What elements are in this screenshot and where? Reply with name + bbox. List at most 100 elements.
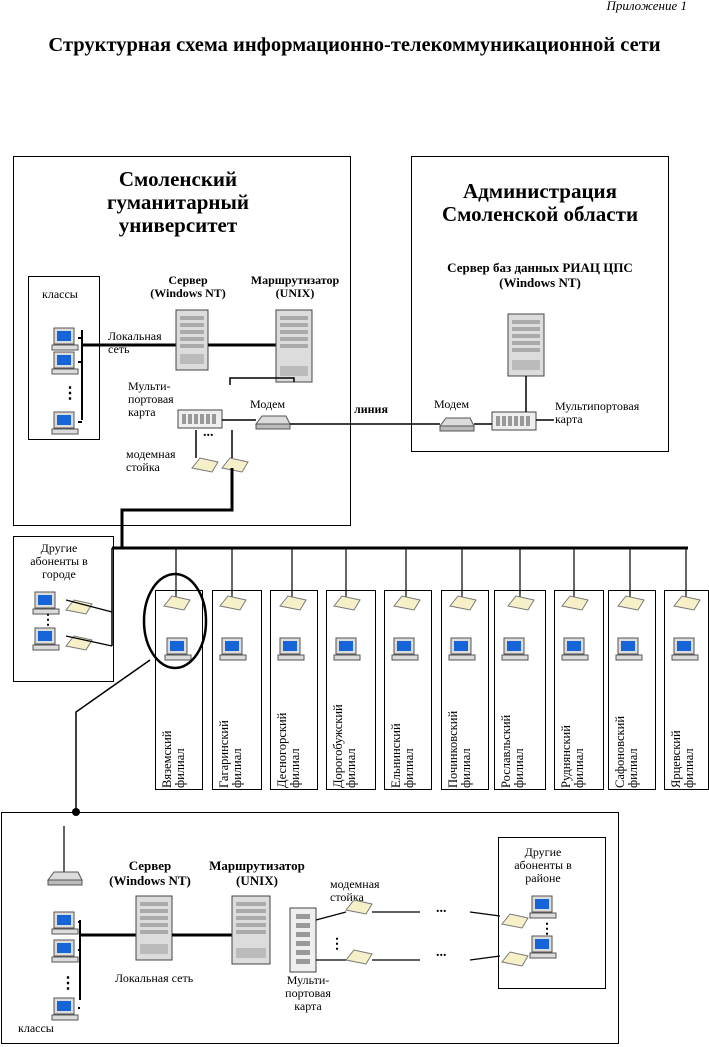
ellipsis: ...	[203, 425, 214, 440]
connection-line	[120, 468, 234, 548]
rack-modem	[333, 595, 361, 611]
pc-screen	[57, 915, 71, 925]
connection-line	[75, 659, 151, 812]
modem-top	[47, 871, 83, 881]
pc-keyboard	[51, 1014, 79, 1021]
branch-box	[494, 590, 546, 790]
pc-keyboard	[32, 644, 60, 651]
rack-modem	[163, 595, 191, 611]
server-panel	[140, 944, 168, 954]
rack-modem	[507, 595, 535, 611]
server-bay	[180, 344, 204, 348]
rack-modem	[279, 595, 307, 611]
pc-keyboard	[32, 608, 60, 615]
server-bay	[140, 923, 168, 927]
branch-multiport-label: Мульти-портовая карта	[285, 973, 331, 1013]
page-title: Структурная схема информационно-телекомм…	[48, 34, 661, 56]
connection-line	[315, 911, 347, 921]
modem-top	[439, 417, 475, 427]
connection-line	[65, 599, 113, 613]
pc-screen	[57, 1001, 71, 1011]
server-bay	[140, 902, 168, 906]
pc-keyboard	[219, 654, 247, 661]
branch-box	[155, 590, 203, 790]
district-dots: ⋮	[540, 922, 554, 937]
branch-box	[554, 590, 604, 790]
modem-top	[255, 415, 291, 425]
pc-keyboard	[529, 952, 557, 959]
card-port	[508, 416, 512, 426]
pc-keyboard	[51, 956, 79, 963]
branch-box	[270, 590, 318, 790]
branch-box	[326, 590, 376, 790]
pc-screen	[38, 631, 52, 641]
connection-line	[65, 635, 113, 647]
pc-screen	[507, 641, 521, 651]
server-bay	[140, 916, 168, 920]
line-label: линия	[354, 402, 388, 416]
branch-box	[441, 590, 489, 790]
pc-keyboard	[529, 912, 557, 919]
connection-line	[469, 955, 501, 961]
appendix-label: Приложение 1	[606, 0, 687, 13]
card-port	[206, 414, 210, 424]
rack-modem	[345, 899, 373, 915]
server-panel	[236, 948, 266, 958]
rack-modem	[449, 595, 477, 611]
pc-screen	[339, 641, 353, 651]
admin-server-label: Сервер баз данных РИАЦ ЦПС (Windows NT)	[447, 260, 633, 290]
card-port	[200, 414, 204, 424]
card-port	[514, 416, 518, 426]
server-bay	[512, 320, 540, 324]
card-port	[194, 414, 198, 424]
pc-keyboard	[671, 654, 699, 661]
branch-box	[608, 590, 656, 790]
rack-modem	[221, 457, 249, 473]
rack-dots: ⋮	[330, 937, 344, 952]
rack-modem	[501, 951, 529, 967]
card-port	[496, 416, 500, 426]
classes-label: классы	[42, 287, 78, 301]
server-bay	[180, 337, 204, 341]
modem-rack-label: модемная стойка	[126, 447, 176, 474]
city-subscribers-box	[13, 536, 114, 682]
card-port	[296, 914, 310, 919]
administration-name: Администрация Смоленской области	[441, 179, 639, 226]
pc-keyboard	[164, 654, 192, 661]
branch-server-label: Сервер (Windows NT)	[109, 858, 191, 888]
server-bay	[512, 334, 540, 338]
branch-box	[384, 590, 432, 790]
card-port	[296, 950, 310, 955]
highlight-ellipse	[142, 572, 208, 670]
card-port	[212, 414, 216, 424]
card-port	[188, 414, 192, 424]
pc-screen	[535, 899, 549, 909]
university-name: Смоленский гуманитарный университет	[107, 167, 249, 237]
pc-keyboard	[277, 654, 305, 661]
server-bay	[236, 916, 266, 920]
pc-keyboard	[561, 654, 589, 661]
card-port	[182, 414, 186, 424]
pc-keyboard	[448, 654, 476, 661]
server-bay	[140, 909, 168, 913]
pc-screen	[57, 943, 71, 953]
server-bay	[236, 923, 266, 927]
rack-modem	[191, 457, 219, 473]
server-bay	[236, 930, 266, 934]
admin-multiport-label: Мультипортовая карта	[555, 399, 640, 426]
pc-keyboard	[51, 368, 79, 375]
rack-modem	[673, 595, 701, 611]
server-bay	[280, 344, 308, 348]
rack-modem	[65, 635, 93, 651]
pc-screen	[283, 641, 297, 651]
card-port	[520, 416, 524, 426]
junction-dot	[72, 808, 80, 816]
connection-line	[469, 911, 501, 917]
pc-keyboard	[391, 654, 419, 661]
server-panel	[512, 360, 540, 370]
card-port	[296, 923, 310, 928]
administration-box	[411, 156, 669, 452]
server-bay	[236, 909, 266, 913]
server-bay	[140, 930, 168, 934]
pc-keyboard	[51, 928, 79, 935]
